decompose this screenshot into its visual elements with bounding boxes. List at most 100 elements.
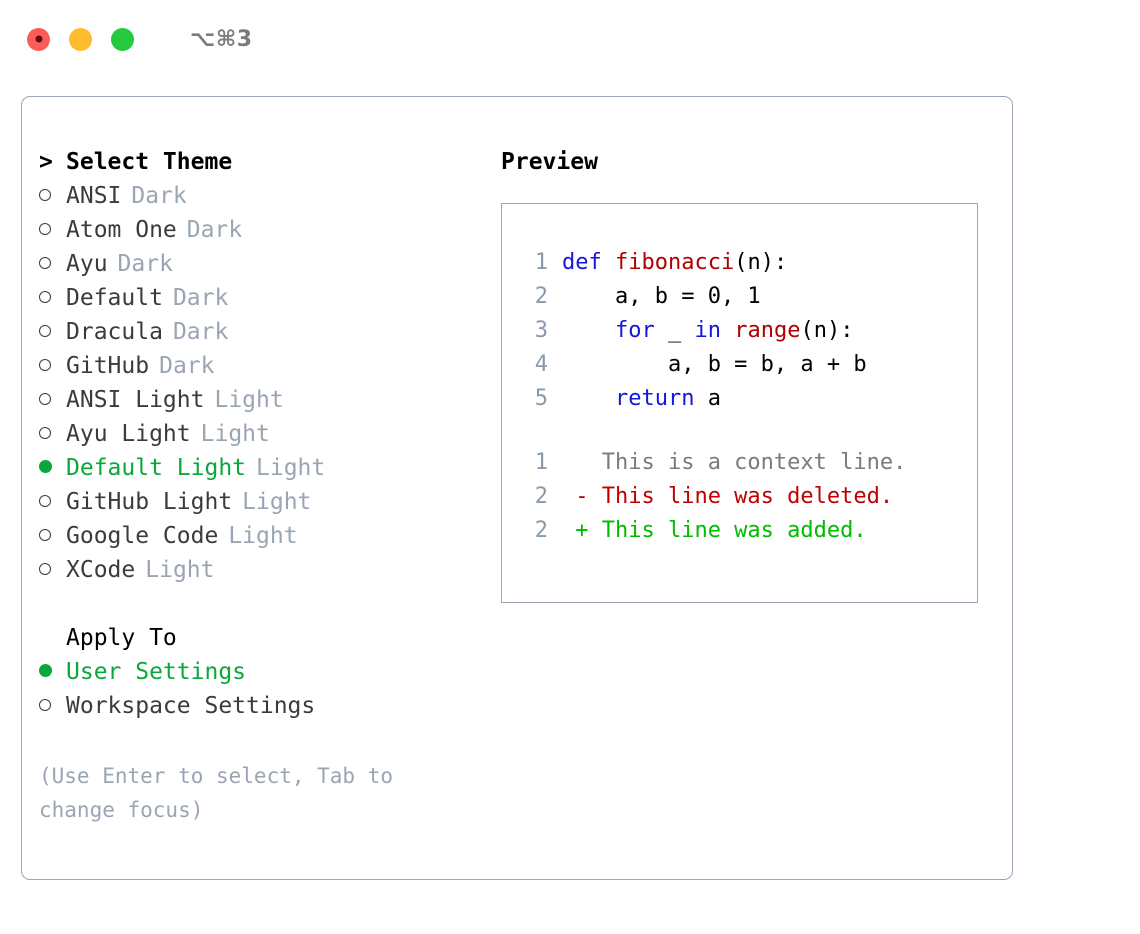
apply-option-0[interactable]: User Settings — [39, 655, 479, 689]
diff-line-2: 2 + This line was added. — [520, 514, 977, 548]
radio-unselected-icon — [39, 689, 66, 723]
line-number: 1 — [534, 450, 548, 475]
code-token — [562, 386, 615, 411]
code-line-0: 1 def fibonacci(n): — [520, 246, 977, 280]
minimize-button[interactable] — [69, 27, 92, 51]
apply-option-1[interactable]: Workspace Settings — [39, 689, 479, 723]
diff-text: + This line was added. — [562, 518, 867, 543]
theme-option-0[interactable]: ANSI Dark — [39, 179, 479, 213]
select-theme-header-label: Select Theme — [66, 149, 233, 175]
theme-option-tag: Dark — [186, 217, 243, 243]
code-line-3: 4 a, b = b, a + b — [520, 348, 977, 382]
theme-option-label: Ayu Light — [66, 421, 191, 447]
line-number: 2 — [534, 484, 548, 509]
theme-option-label: GitHub Light — [66, 489, 233, 515]
theme-option-label: GitHub — [66, 353, 150, 379]
theme-option-tag: Light — [200, 421, 270, 447]
title-bar: ⌥⌘3 — [0, 0, 1140, 78]
radio-mark — [39, 359, 51, 371]
caret-icon: > — [39, 149, 53, 175]
code-token: _ — [654, 318, 695, 343]
code-token — [721, 318, 734, 343]
radio-mark — [39, 291, 51, 303]
code-token: (n): — [734, 250, 788, 275]
theme-option-tag: Dark — [159, 353, 215, 379]
code-token: return — [614, 386, 695, 411]
code-token: in — [694, 318, 721, 343]
line-number: 1 — [534, 250, 548, 275]
radio-mark — [39, 325, 51, 337]
radio-unselected-icon — [39, 179, 66, 213]
apply-to-header: Apply To — [39, 621, 479, 655]
diff-text: This is a context line. — [562, 450, 907, 475]
radio-unselected-icon — [39, 417, 66, 451]
theme-option-label: ANSI Light — [66, 387, 205, 413]
apply-option-label: Workspace Settings — [66, 693, 316, 719]
code-token: range — [734, 318, 801, 343]
radio-unselected-icon — [39, 383, 66, 417]
theme-option-tag: Light — [256, 455, 326, 481]
theme-option-tag: Light — [145, 557, 215, 583]
theme-option-tag: Dark — [131, 183, 187, 209]
line-number: 2 — [534, 284, 548, 309]
code-line-1: 2 a, b = 0, 1 — [520, 280, 977, 314]
radio-mark — [39, 664, 52, 677]
code-diff-gap — [520, 416, 977, 446]
radio-unselected-icon — [39, 281, 66, 315]
radio-mark — [39, 223, 51, 235]
diff-sample: 1 This is a context line.2 - This line w… — [520, 446, 977, 548]
radio-unselected-icon — [39, 315, 66, 349]
radio-selected-icon — [39, 655, 66, 689]
theme-option-tag: Light — [228, 523, 298, 549]
theme-option-9[interactable]: GitHub Light Light — [39, 485, 479, 519]
code-line-4: 5 return a — [520, 382, 977, 416]
code-line-2: 3 for _ in range(n): — [520, 314, 977, 348]
theme-option-tag: Dark — [172, 319, 229, 345]
radio-mark — [39, 427, 51, 439]
theme-option-5[interactable]: GitHub Dark — [39, 349, 479, 383]
preview-title: Preview — [501, 149, 598, 175]
keyboard-hint: (Use Enter to select, Tab to change focu… — [39, 764, 406, 822]
code-token: (n): — [800, 318, 854, 343]
radio-mark — [39, 495, 51, 507]
radio-mark — [39, 563, 51, 575]
code-token: a, b = b, a + b — [562, 352, 867, 377]
close-button[interactable] — [27, 27, 50, 51]
radio-mark — [39, 460, 52, 473]
theme-option-7[interactable]: Ayu Light Light — [39, 417, 479, 451]
keyboard-shortcut-label: ⌥⌘3 — [190, 26, 253, 52]
theme-option-tag: Light — [242, 489, 312, 515]
theme-option-label: ANSI — [66, 183, 122, 209]
code-token: fibonacci — [614, 250, 735, 275]
line-number: 4 — [534, 352, 548, 377]
diff-line-0: 1 This is a context line. — [520, 446, 977, 480]
diff-line-1: 2 - This line was deleted. — [520, 480, 977, 514]
radio-selected-icon — [39, 451, 66, 485]
radio-unselected-icon — [39, 247, 66, 281]
line-number: 5 — [534, 386, 548, 411]
diff-text: - This line was deleted. — [562, 484, 894, 509]
code-token: a — [694, 386, 721, 411]
theme-option-tag: Dark — [117, 251, 173, 277]
code-token: def — [562, 250, 615, 275]
select-theme-header: > Select Theme — [39, 145, 479, 179]
line-number: 3 — [534, 318, 548, 343]
radio-mark — [39, 393, 51, 405]
maximize-button[interactable] — [111, 27, 134, 51]
radio-mark — [39, 699, 51, 711]
radio-unselected-icon — [39, 349, 66, 383]
